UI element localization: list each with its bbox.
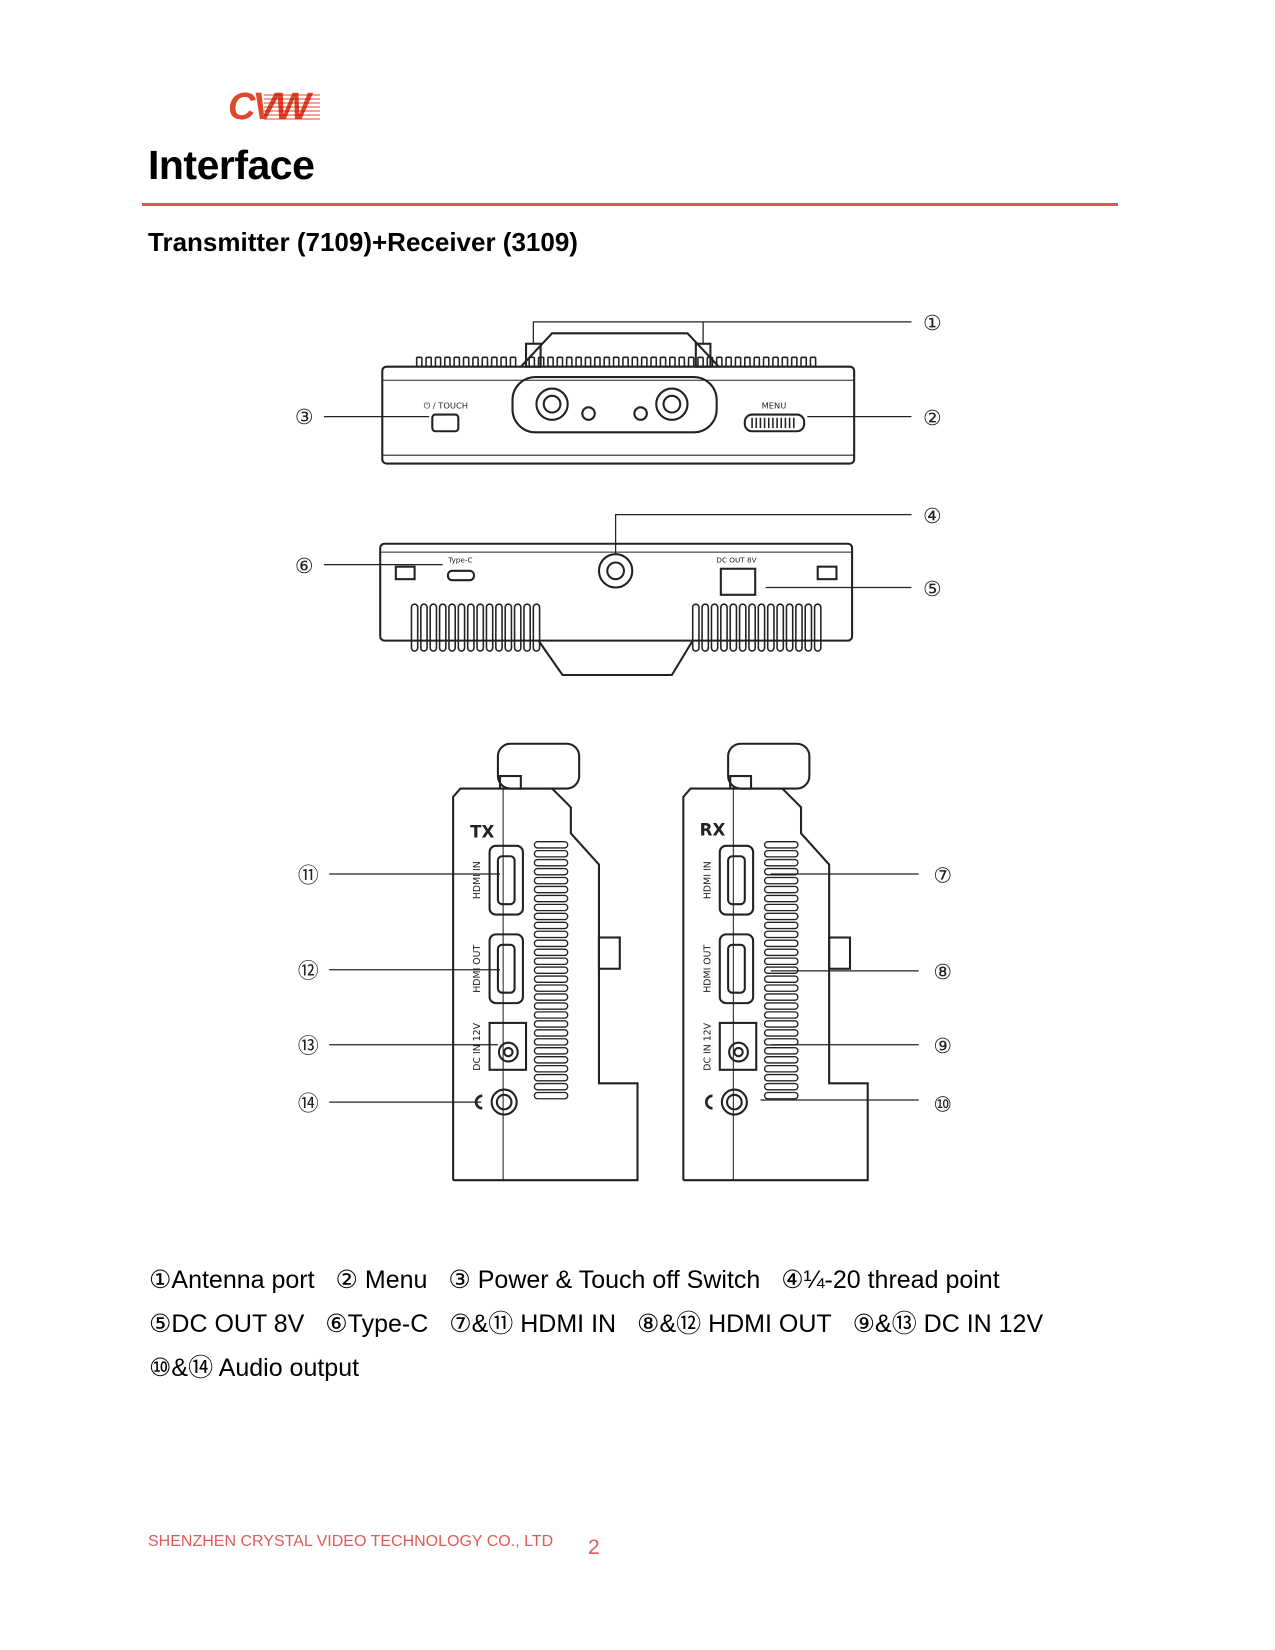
title-divider xyxy=(142,203,1118,206)
callout-12: ⑫ xyxy=(298,959,319,983)
antenna-port-icon xyxy=(535,387,569,421)
antenna-cap xyxy=(727,742,811,790)
callout-2: ② xyxy=(923,406,942,430)
hdmi-in-port xyxy=(718,844,755,916)
audio-port xyxy=(490,1088,518,1116)
logo-stripes xyxy=(264,92,320,122)
menu-wheel xyxy=(743,413,806,433)
headphone-icon xyxy=(704,1094,713,1110)
rx-label: RX xyxy=(700,820,726,839)
page-number: 2 xyxy=(588,1536,600,1559)
antenna-cap xyxy=(496,742,581,790)
callout-6: ⑥ xyxy=(295,554,314,578)
antenna-pod xyxy=(511,376,718,434)
dc-out-port xyxy=(719,567,757,596)
legend-item: ⑦&⑪ HDMI IN xyxy=(449,1310,617,1338)
callout-4: ④ xyxy=(923,504,942,528)
tx-label: TX xyxy=(470,823,494,842)
top-view-device: ⏻ / TOUCH MENU xyxy=(323,321,912,465)
footer-company: SHENZHEN CRYSTAL VIDEO TECHNOLOGY CO., L… xyxy=(148,1533,554,1550)
hdmi-in-port xyxy=(488,844,524,916)
dc-in-port xyxy=(718,1021,758,1071)
rx-dc-in-label: DC IN 12V xyxy=(702,1022,713,1070)
legend-item: ⑥Type-C xyxy=(325,1310,429,1338)
callout-7: ⑦ xyxy=(933,863,952,887)
rx-hdmi-in-label: HDMI IN xyxy=(702,861,713,899)
audio-port xyxy=(720,1088,748,1116)
dc-in-port xyxy=(488,1021,528,1071)
thread-point xyxy=(597,553,634,589)
type-c-port xyxy=(446,569,476,582)
callout-3: ③ xyxy=(295,405,314,429)
callout-14: ⑭ xyxy=(298,1091,319,1115)
tx-hdmi-out-label: HDMI OUT xyxy=(472,944,483,992)
callout-10: ⑩ xyxy=(933,1092,952,1116)
legend-item: ③ Power & Touch off Switch xyxy=(448,1266,761,1294)
tx-hdmi-in-label: HDMI IN xyxy=(472,861,483,899)
callout-13: ⑬ xyxy=(298,1034,319,1058)
hdmi-out-port xyxy=(718,933,755,1005)
tx-side-view xyxy=(452,742,639,1182)
power-touch-switch xyxy=(431,413,460,433)
legend-item: ④¼-20 thread point xyxy=(781,1266,1000,1294)
legend-item: ⑤DC OUT 8V xyxy=(149,1310,305,1338)
callout-8: ⑧ xyxy=(933,960,952,984)
rx-hdmi-out-label: HDMI OUT xyxy=(702,944,713,992)
hdmi-out-port xyxy=(488,933,524,1005)
touch-label: ⏻ / TOUCH xyxy=(424,400,469,410)
rx-side-view xyxy=(682,742,869,1182)
section-subtitle: Transmitter (7109)+Receiver (3109) xyxy=(148,227,578,257)
bottom-view-device: Type-C DC OUT 8V xyxy=(323,513,912,677)
legend-item: ⑨&⑬ DC IN 12V xyxy=(852,1310,1044,1338)
legend-item: ⑩&⑭ Audio output xyxy=(149,1354,360,1382)
callout-1: ① xyxy=(923,311,942,335)
page-title: Interface xyxy=(148,142,315,188)
legend-item: ② Menu xyxy=(335,1266,428,1294)
dcout-label: DC OUT 8V xyxy=(716,556,756,565)
callout-11: ⑪ xyxy=(298,863,319,887)
tx-dc-in-label: DC IN 12V xyxy=(472,1022,483,1070)
callout-9: ⑨ xyxy=(933,1034,952,1058)
company-logo: CVW xyxy=(228,86,320,129)
legend-item: ①Antenna port xyxy=(149,1266,315,1294)
typec-label: Type-C xyxy=(447,556,472,565)
port-legend: ①Antenna port ② Menu ③ Power & Touch off… xyxy=(149,1258,1109,1390)
legend-item: ⑧&⑫ HDMI OUT xyxy=(637,1310,832,1338)
callout-5: ⑤ xyxy=(923,577,942,601)
antenna-port-icon xyxy=(655,387,689,421)
menu-label: MENU xyxy=(762,400,787,410)
